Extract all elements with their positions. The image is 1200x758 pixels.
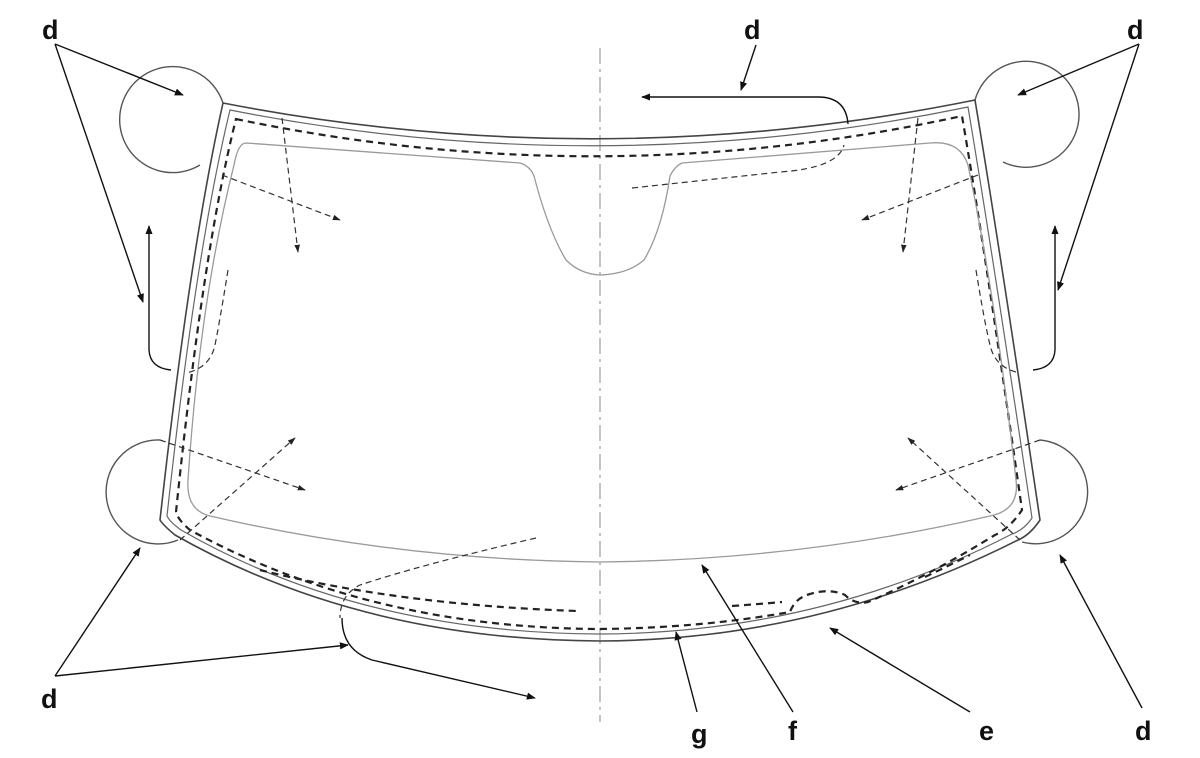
leader-bottom-left-d-1 — [54, 547, 141, 677]
bottom-dash-segment-left — [259, 568, 579, 613]
dash-arrow-br-2 — [907, 437, 1021, 541]
label-d-top-center: d — [744, 15, 761, 45]
dash-arrow-bl-2 — [179, 437, 296, 541]
label-g: g — [691, 719, 708, 749]
bottom-dash-segment-far-right — [924, 554, 971, 578]
dash-arrow-bl-1 — [159, 439, 306, 491]
bottom-dash-segment-right — [731, 600, 783, 608]
label-d-bottom-left: d — [41, 684, 58, 714]
leader-bottom-right-d — [1059, 554, 1143, 709]
leader-top-center-d — [740, 44, 757, 91]
glass-visible-area — [187, 142, 1018, 563]
dash-line-bottom-center — [339, 537, 537, 619]
leader-top-left-d-2 — [54, 43, 144, 303]
leader-top-right-d-2 — [1057, 43, 1140, 291]
leader-top-right-d-1 — [1017, 43, 1140, 96]
dash-line-top-center — [631, 144, 845, 189]
side-path-left — [145, 225, 172, 371]
dash-arrow-tl-1 — [221, 174, 341, 221]
label-f: f — [788, 716, 798, 746]
leader-top-left-d-1 — [54, 43, 184, 96]
circle-bottom-right — [1021, 439, 1089, 545]
label-d-top-right: d — [1127, 15, 1144, 45]
label-d-bottom-right: d — [1135, 716, 1152, 746]
windshield-inner-edge — [166, 106, 1033, 635]
bottom-left-bent-arrow — [341, 617, 536, 700]
dash-arrow-tl-2 — [281, 117, 300, 253]
right-side-dash-curve — [975, 269, 1021, 374]
circle-bottom-left — [105, 439, 179, 545]
dash-arrow-tr-1 — [861, 174, 979, 221]
leader-e — [829, 627, 971, 713]
label-e: e — [979, 716, 994, 746]
dash-arrow-tr-2 — [901, 117, 919, 253]
side-path-right — [1032, 225, 1059, 371]
circle-top-right — [974, 60, 1080, 168]
top-center-bent-arrow — [641, 93, 849, 125]
label-d-top-left: d — [42, 15, 59, 45]
dash-arrow-br-1 — [895, 439, 1041, 491]
leader-f — [701, 564, 794, 713]
leader-g — [674, 631, 698, 713]
windshield-outer-edge — [159, 99, 1041, 642]
adhesive-bead-line — [174, 114, 1024, 631]
left-side-dash-curve — [185, 269, 229, 374]
leader-bottom-left-d-2 — [54, 642, 349, 677]
circle-top-left — [118, 65, 224, 174]
